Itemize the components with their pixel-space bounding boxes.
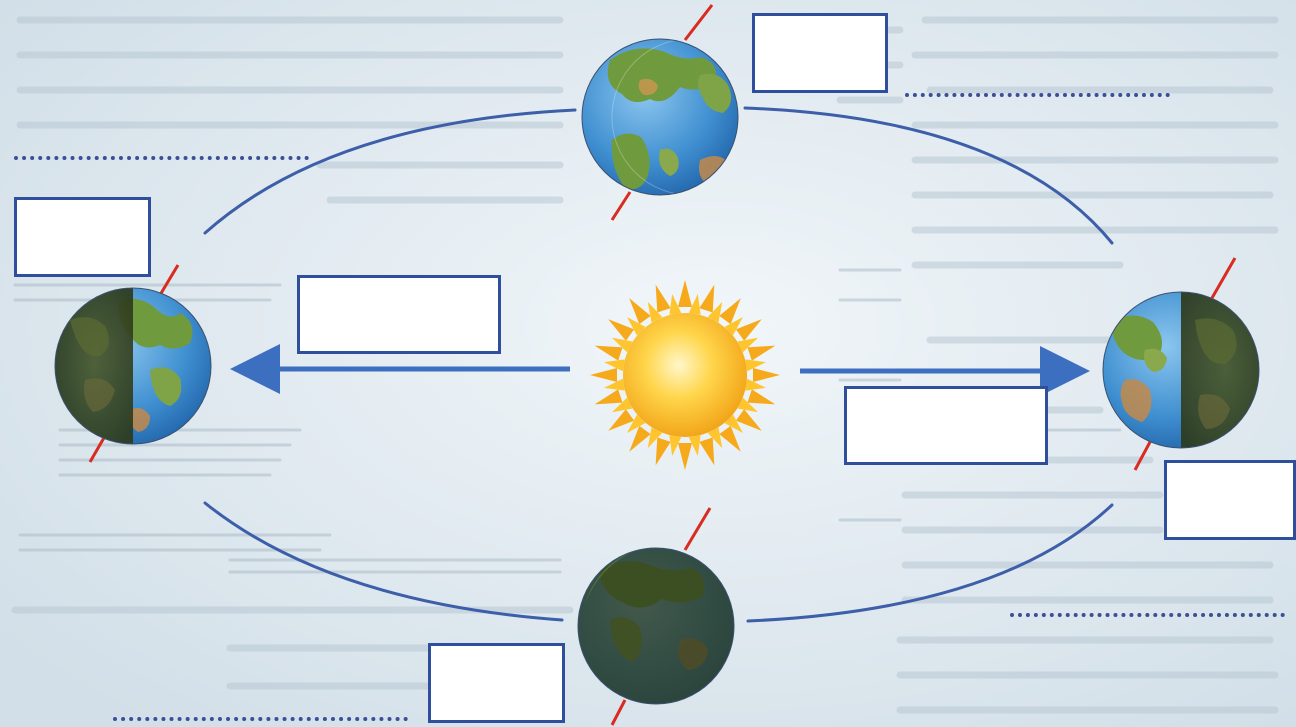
answer-box-left[interactable] (14, 197, 151, 277)
answer-box-right[interactable] (1164, 460, 1296, 540)
answer-box-bottom[interactable] (428, 643, 565, 723)
answer-line-right[interactable] (1010, 613, 1285, 617)
answer-box-center-right[interactable] (844, 386, 1048, 465)
answer-box-center-left[interactable] (297, 275, 501, 354)
answer-line-left[interactable] (14, 156, 309, 160)
answer-box-top[interactable] (752, 13, 888, 93)
answer-line-top-right[interactable] (905, 93, 1170, 97)
answer-line-bottom-left[interactable] (113, 717, 408, 721)
